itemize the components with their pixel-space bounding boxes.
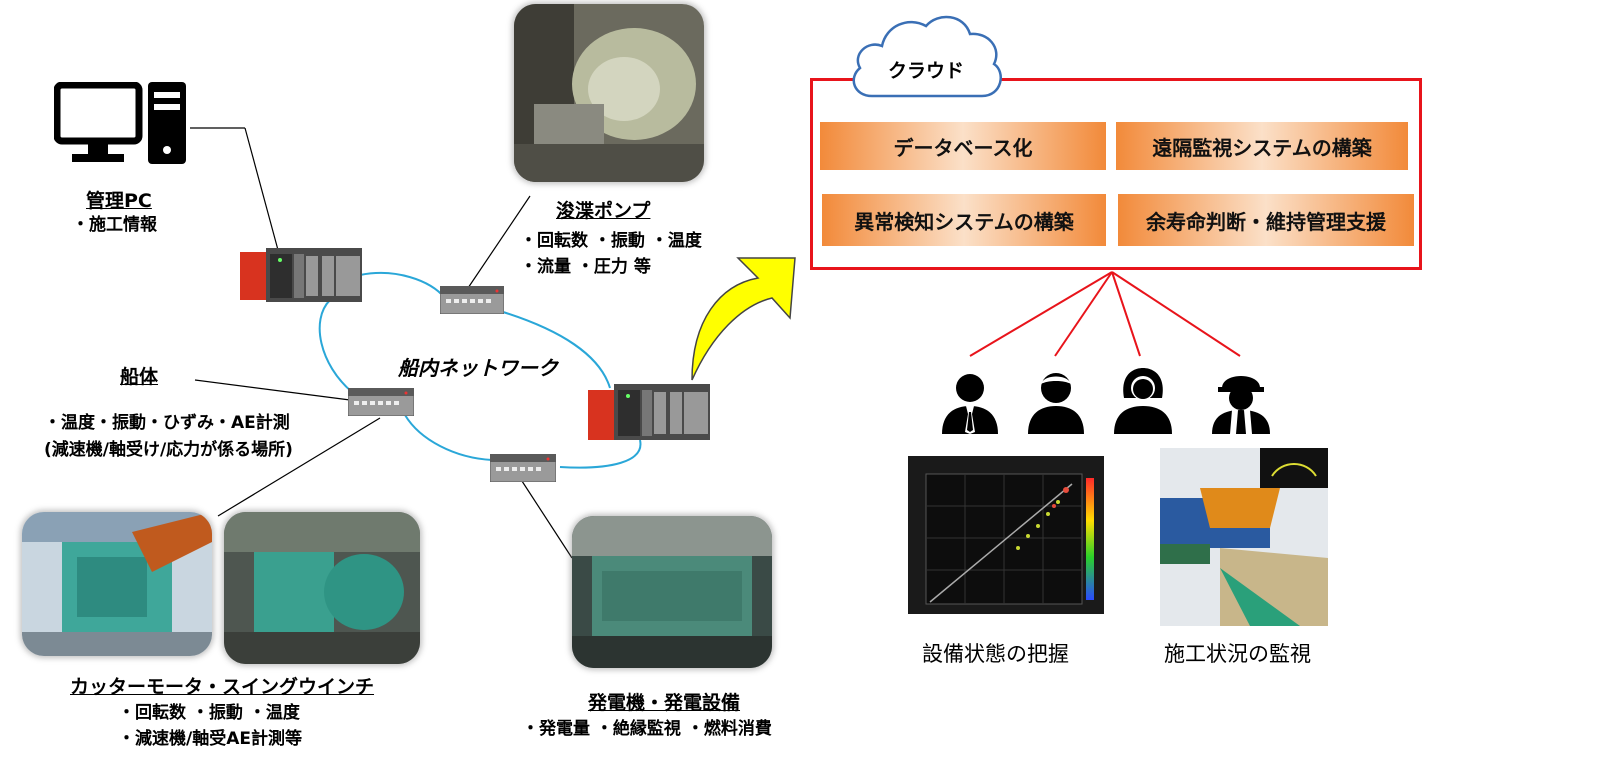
- hull-title: 船体: [120, 366, 159, 388]
- construction-monitor-screen: [1160, 448, 1328, 626]
- dredge-pump-photo: [514, 4, 704, 182]
- upload-arrow: [691, 257, 796, 381]
- equipment-monitor-screen: [908, 456, 1104, 614]
- hull-item: (減速機/軸受け/応力が係る場所): [44, 440, 293, 460]
- generator-item: ・発電量 ・絶縁監視 ・燃料消費: [522, 719, 772, 739]
- caption-equipment: 設備状態の把握: [922, 642, 1069, 666]
- user-woman-icon: [1114, 368, 1172, 434]
- function-remote-monitoring: 遠隔監視システムの構築: [1116, 122, 1408, 170]
- function-lifetime-maintenance: 余寿命判断・維持管理支援: [1118, 194, 1414, 246]
- pc-title: 管理PC: [86, 190, 152, 212]
- plc-controller: [588, 384, 710, 440]
- generator-photo: [572, 516, 772, 668]
- user-businessman-icon: [942, 374, 998, 434]
- desktop-pc-icon: [54, 82, 186, 164]
- function-database: データベース化: [820, 122, 1106, 170]
- cutter-item: ・回転数 ・振動 ・温度: [118, 703, 300, 723]
- user-worker-helmet-icon: [1212, 376, 1270, 434]
- swing-winch-photo: [224, 512, 420, 664]
- hull-item: ・温度・振動・ひずみ・AE計測: [44, 413, 290, 433]
- network-label: 船内ネットワーク: [398, 356, 558, 380]
- function-anomaly-detection: 異常検知システムの構築: [822, 194, 1106, 246]
- cutter-item: ・減速機/軸受AE計測等: [118, 729, 302, 749]
- cloud-icon: [852, 15, 1002, 98]
- network-switch: [440, 286, 504, 314]
- user-man-icon: [1028, 373, 1084, 434]
- pc-item: ・施工情報: [72, 215, 157, 235]
- cutter-motor-photo: [22, 512, 212, 656]
- network-switch: [490, 454, 556, 482]
- cutter-title: カッターモータ・スイングウインチ: [70, 676, 375, 698]
- plc-controller: [240, 248, 362, 302]
- pump-item: ・回転数 ・振動 ・温度: [520, 231, 702, 251]
- network-switch: [348, 388, 414, 416]
- caption-construction: 施工状況の監視: [1164, 642, 1311, 666]
- generator-title: 発電機・発電設備: [588, 692, 741, 714]
- pump-item: ・流量 ・圧力 等: [520, 257, 651, 277]
- pump-title: 浚渫ポンプ: [556, 200, 651, 222]
- cloud-label: クラウド: [888, 60, 965, 82]
